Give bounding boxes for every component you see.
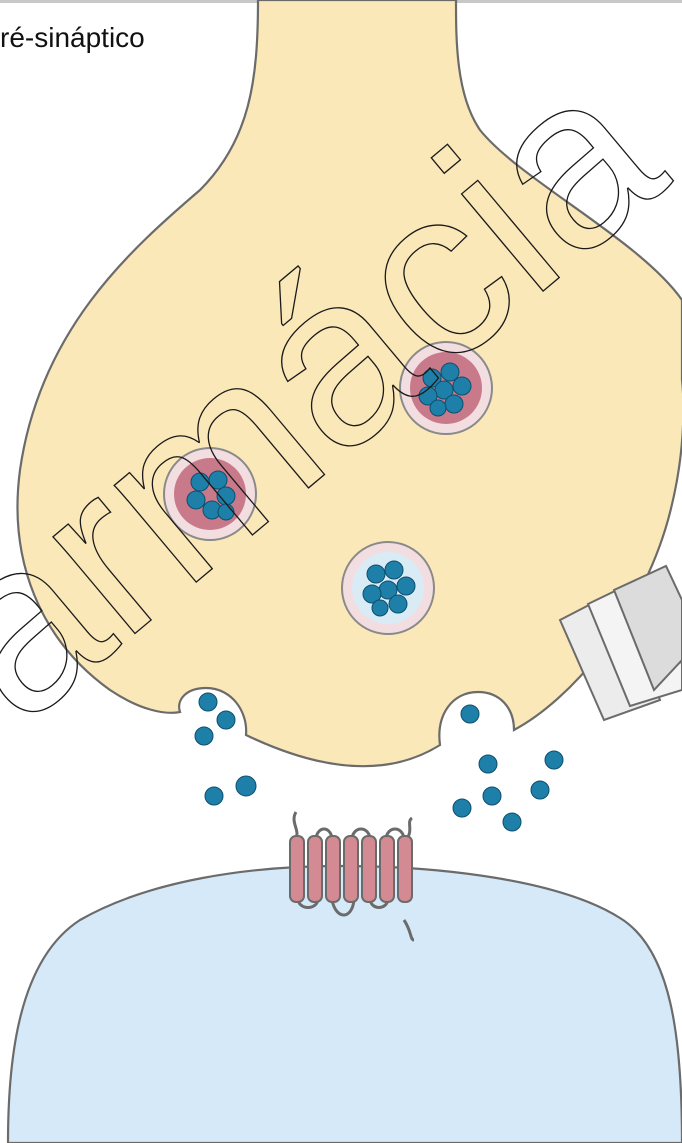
synaptic-vesicle <box>342 542 434 634</box>
presynaptic-label: ré-sináptico <box>0 22 145 54</box>
neurotransmitters-right <box>453 705 563 831</box>
postsynaptic-neuron <box>8 866 682 1143</box>
